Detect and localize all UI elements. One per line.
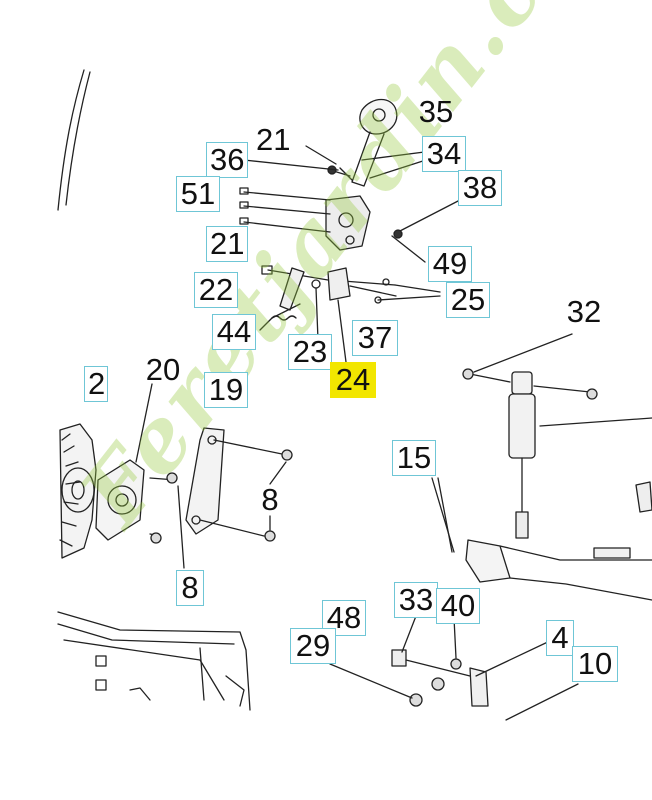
part-label-2: 2 [84,366,108,402]
cam-37 [327,267,351,301]
part-label-15: 15 [392,440,436,476]
part-label-34: 34 [422,136,466,172]
part-label-36: 36 [206,142,248,178]
part-label-29: 29 [290,628,336,664]
bracket-15 [437,477,652,601]
shock-absorber [508,371,536,539]
part-label-20: 20 [145,352,181,387]
part-label-8-right: 8 [261,482,279,517]
part-label-48: 48 [322,600,366,636]
gear-2 [59,423,97,559]
washer-23 [311,279,321,341]
part-label-24-highlighted: 24 [330,362,376,398]
bracket-22 [279,267,305,311]
part-label-40: 40 [436,588,480,624]
cable-line-2 [65,71,91,206]
part-label-4: 4 [546,620,574,656]
part-label-21-mid: 21 [206,226,248,262]
part-label-38: 38 [458,170,502,206]
part-label-21-top: 21 [256,122,291,157]
housing [57,611,251,711]
part-label-51: 51 [176,176,220,212]
part-label-23: 23 [288,334,332,370]
part-label-32: 32 [566,294,602,329]
part-label-33: 33 [394,582,438,618]
part-label-25: 25 [446,282,490,318]
lever-handle [351,98,398,187]
part-label-22: 22 [194,272,238,308]
part-label-44: 44 [212,314,256,350]
bottom-parts [391,649,489,707]
part-label-35: 35 [418,94,454,129]
part-label-8-left: 8 [176,570,204,606]
part-label-19: 19 [204,372,248,408]
pivot-assembly [325,195,371,251]
plate-20 [95,459,145,541]
part-label-10: 10 [572,646,618,682]
cable-line [57,69,85,211]
part-label-37: 37 [352,320,398,356]
part-label-49: 49 [428,246,472,282]
